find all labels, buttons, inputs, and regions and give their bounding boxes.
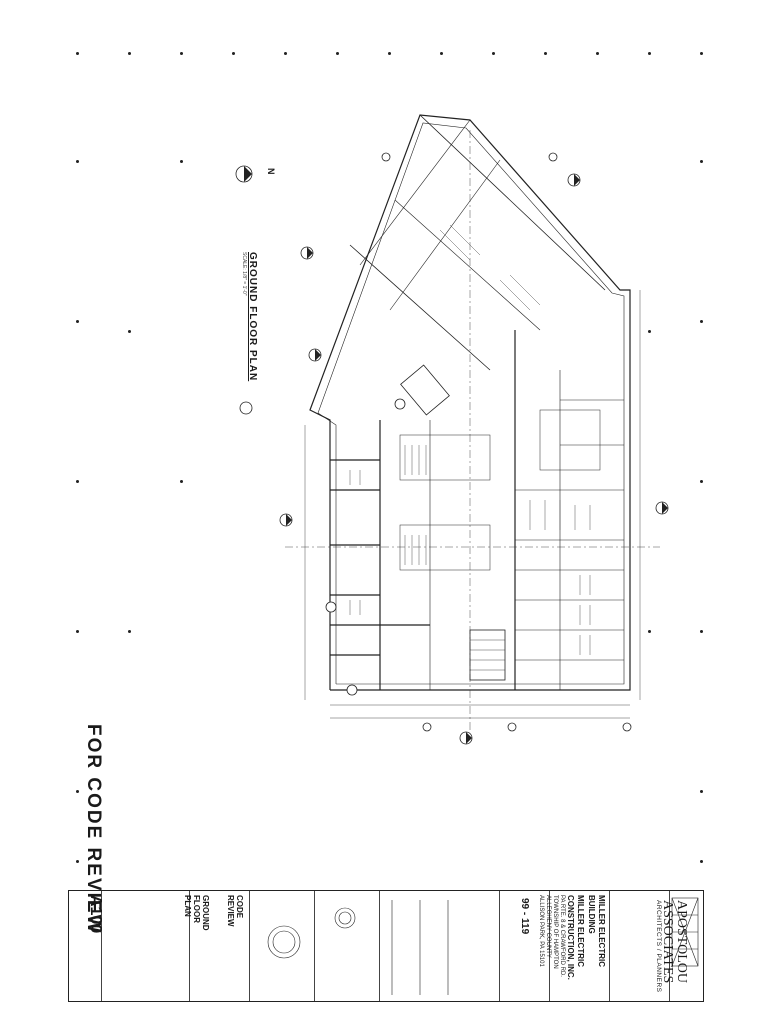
address-line2: TOWNSHIP OF HAMPTON bbox=[552, 895, 558, 969]
address-line3: ALLEGHENY COUNTY bbox=[545, 895, 551, 958]
sheet-title-line1: CODE bbox=[235, 895, 244, 919]
project-title-line1: MILLER ELECTRIC bbox=[597, 895, 606, 967]
drawing-title-line3: PLAN bbox=[183, 895, 192, 917]
title-block bbox=[68, 890, 704, 1002]
plan-scale: SCALE: 1/8" = 1'-0" bbox=[241, 252, 247, 296]
north-label: N bbox=[266, 168, 276, 175]
drawing-title-line1: GROUND bbox=[201, 895, 210, 931]
firm-name-line1: APOSTOLOU bbox=[674, 900, 689, 983]
firm-name-line2: ASSOCIATES bbox=[660, 900, 675, 984]
address-line4: ALLISON PARK, PA 15101 bbox=[538, 895, 544, 967]
address-line1: PA RTE. 8 & CRAWFORD RD. bbox=[559, 895, 565, 977]
firm-subtitle: ARCHITECTS / PLANNERS bbox=[655, 900, 662, 993]
plan-title: GROUND FLOOR PLAN bbox=[247, 252, 258, 382]
project-number: 99 - 119 bbox=[519, 898, 530, 935]
owner-line2: CONSTRUCTION, INC. bbox=[566, 895, 575, 980]
project-title-line2: BUILDING bbox=[587, 895, 596, 934]
sheet-number: A100 bbox=[87, 895, 104, 934]
owner-line1: MILLER ELECTRIC bbox=[576, 895, 585, 967]
sheet-title-line2: REVIEW bbox=[226, 895, 235, 927]
drawing-title-line2: FLOOR bbox=[192, 895, 201, 923]
